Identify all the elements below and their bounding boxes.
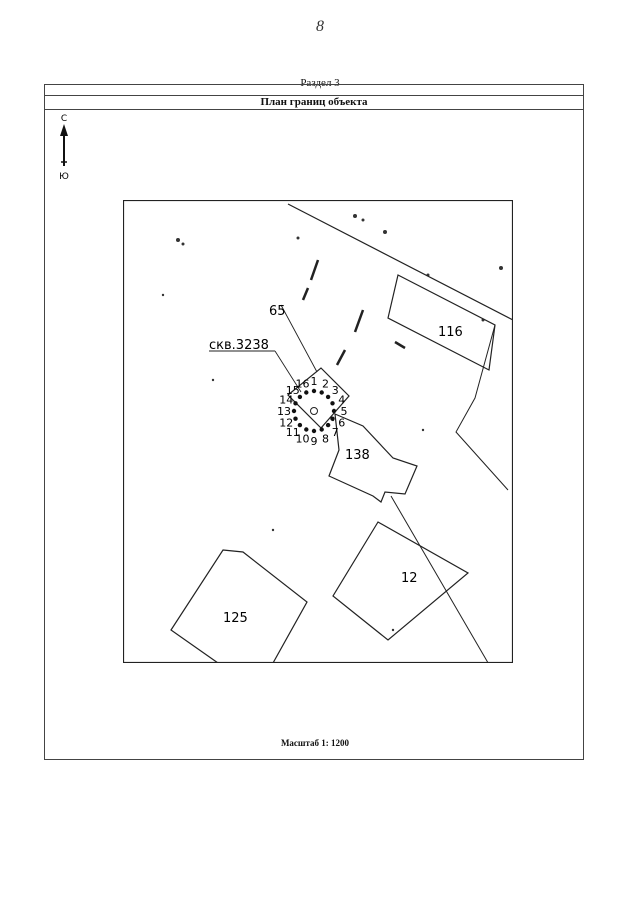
parcel-138 [328, 413, 418, 503]
boundary-point-label-9: 9 [311, 435, 318, 448]
boundary-point-5 [331, 408, 337, 414]
boundary-point-label-5: 5 [341, 405, 348, 418]
boundary-point-label-6: 6 [338, 417, 345, 430]
parcel-125 [170, 549, 308, 663]
parcel-65 [287, 367, 350, 429]
boundary-point-13 [291, 408, 297, 414]
boundary-point-9 [311, 428, 317, 434]
north-label: С [61, 114, 67, 124]
well-center [310, 407, 318, 415]
boundary-point-label-8: 8 [322, 433, 329, 446]
boundary-point-2 [319, 390, 324, 395]
boundary-point-label-14: 14 [279, 394, 293, 407]
parcel-label-138: 138 [345, 448, 370, 463]
boundary-point-label-2: 2 [322, 377, 329, 390]
boundary-point-label-15: 15 [286, 384, 300, 397]
boundary-point-12 [293, 416, 298, 421]
boundary-point-8 [319, 427, 324, 432]
parcel-label-65: 65 [269, 304, 286, 319]
boundary-point-label-16: 16 [296, 377, 310, 390]
terrain-line [455, 324, 509, 491]
north-arrow-icon: С Ю [59, 114, 69, 182]
well-leader [274, 350, 302, 393]
parcel-label-125: 125 [223, 611, 248, 626]
section-label: Раздел 3 [300, 77, 340, 89]
parcel-label-116: 116 [438, 325, 463, 340]
parcel-label-12: 12 [401, 571, 418, 586]
boundary-point-14 [293, 401, 298, 406]
map-border [123, 200, 513, 663]
well-label: скв.3238 [209, 338, 269, 353]
scale-label: Масштаб 1: 1200 [280, 738, 350, 748]
boundary-point-4 [330, 401, 335, 406]
page-number: 8 [316, 18, 324, 35]
boundary-point-label-3: 3 [332, 384, 339, 397]
boundary-point-11 [297, 422, 303, 428]
boundary-point-label-1: 1 [311, 375, 318, 388]
boundary-point-6 [330, 416, 335, 421]
boundary-point-1 [311, 388, 317, 394]
boundary-line [390, 495, 489, 663]
boundary-point-label-13: 13 [277, 405, 291, 418]
boundary-point-15 [297, 394, 303, 400]
road-line [287, 203, 513, 321]
title-row: План границ объекта [44, 95, 584, 110]
boundary-point-label-11: 11 [286, 426, 300, 439]
point-circle [291, 388, 337, 434]
parcel-12 [332, 521, 470, 641]
boundary-point-7 [325, 422, 331, 428]
boundary-point-label-4: 4 [338, 394, 345, 407]
boundary-point-16 [304, 390, 309, 395]
boundary-point-label-7: 7 [332, 426, 339, 439]
leader-65 [280, 304, 318, 373]
scan-blotches [301, 259, 406, 366]
boundary-point-10 [304, 427, 309, 432]
boundary-point-3 [325, 394, 331, 400]
south-label: Ю [59, 172, 69, 182]
boundary-point-label-10: 10 [296, 433, 310, 446]
scan-noise [161, 214, 503, 632]
plan-frame [44, 84, 584, 760]
parcel-116 [387, 274, 496, 371]
boundary-point-label-12: 12 [279, 417, 293, 430]
plan-title: План границ объекта [260, 96, 368, 108]
